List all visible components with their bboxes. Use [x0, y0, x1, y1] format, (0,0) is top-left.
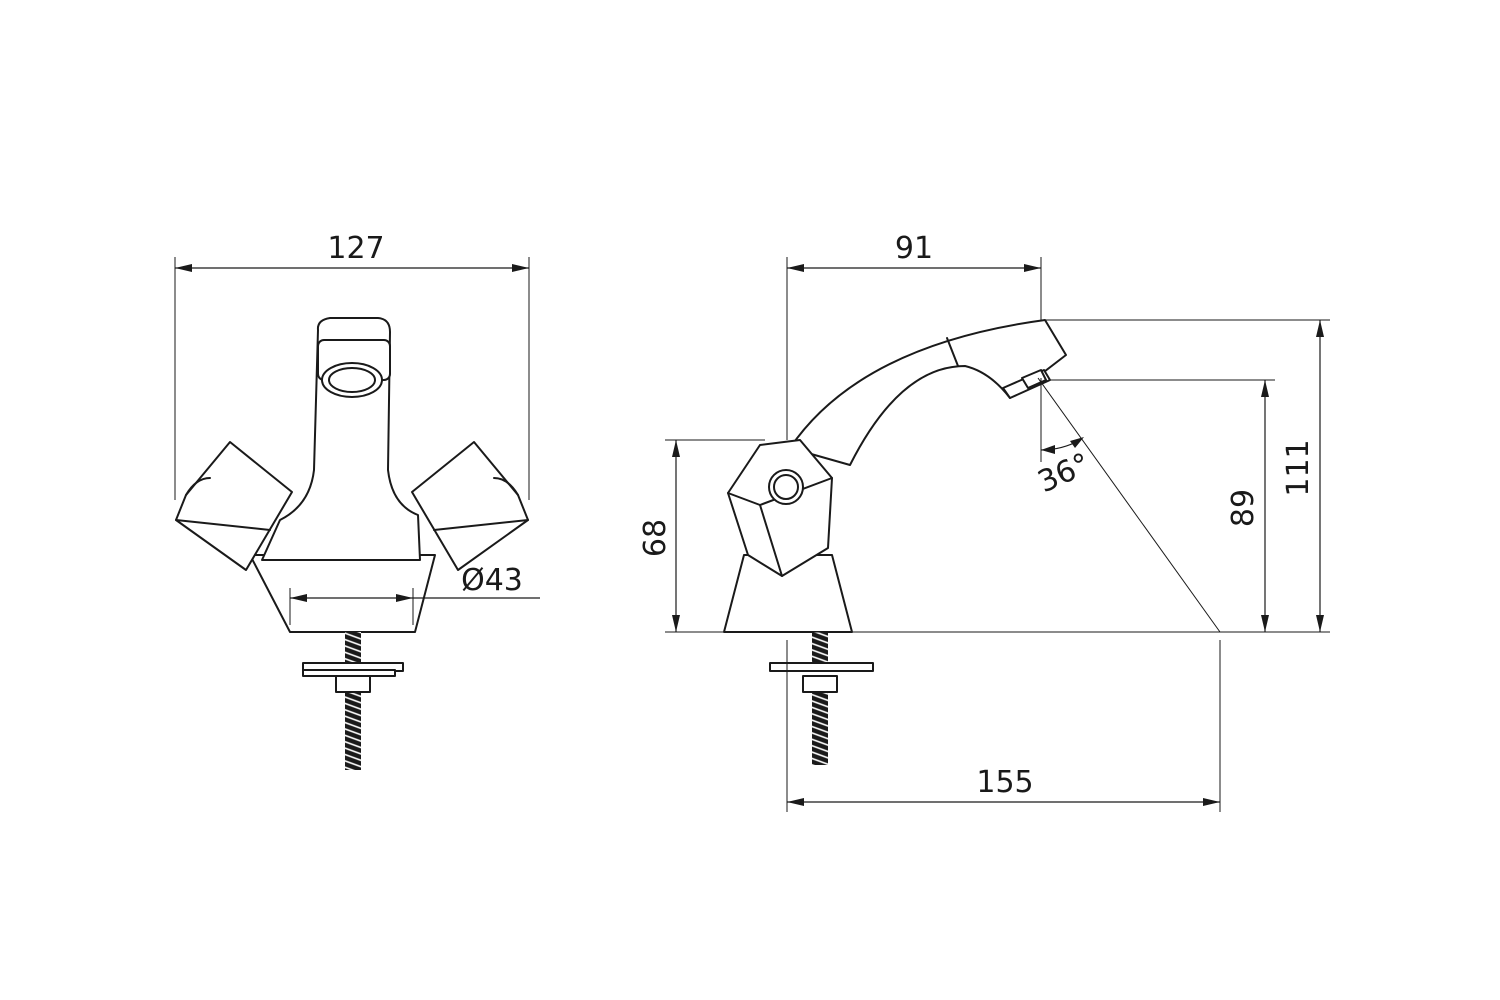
front-diameter-dimension: Ø43 [289, 563, 540, 625]
front-right-handle-edge [433, 519, 529, 531]
side-aerator-ring [1021, 369, 1047, 389]
front-left-handle-edge [175, 519, 271, 531]
side-outlet-height-label: 89 [1226, 489, 1261, 527]
side-spout-seam [946, 337, 959, 367]
side-mounting-plate [769, 662, 874, 672]
front-threaded-stud-upper [345, 632, 361, 664]
side-mounting-nut [802, 675, 838, 693]
side-threaded-stud-lower [812, 690, 828, 765]
front-right-handle-cap [493, 477, 519, 496]
side-handle [727, 439, 833, 577]
side-spray-angle-label: 36° [1033, 447, 1096, 501]
side-base-height-label: 68 [638, 519, 673, 557]
front-mounting-nut [335, 675, 371, 693]
front-width-label: 127 [327, 231, 384, 266]
front-view [175, 317, 529, 770]
front-left-handle-cap [185, 477, 211, 496]
side-outlet-height-dimension: 89 [1050, 379, 1275, 632]
front-diameter-label: Ø43 [461, 563, 523, 598]
side-reach-label: 91 [895, 231, 933, 266]
front-threaded-stud-lower [345, 690, 361, 770]
side-reach-dimension: 91 [786, 231, 1042, 440]
front-aerator-inner [328, 367, 376, 393]
side-base-height-dimension: 68 [638, 439, 765, 632]
side-total-height-label: 111 [1281, 439, 1316, 496]
side-handle-facet-lower [759, 504, 783, 577]
side-projection-dimension: 155 [786, 640, 1221, 812]
side-spray-line [1037, 377, 1221, 633]
side-spray-angle-dimension: 36° [1033, 437, 1096, 500]
side-total-height-dimension: 111 [1045, 319, 1330, 632]
side-handle-cap-inner [773, 474, 799, 500]
side-view [723, 319, 1067, 765]
side-threaded-stud-upper [812, 632, 828, 664]
front-base-body [249, 554, 436, 633]
front-right-handle [411, 441, 529, 571]
front-width-dimension: 127 [174, 231, 530, 500]
side-projection-label: 155 [976, 765, 1033, 800]
